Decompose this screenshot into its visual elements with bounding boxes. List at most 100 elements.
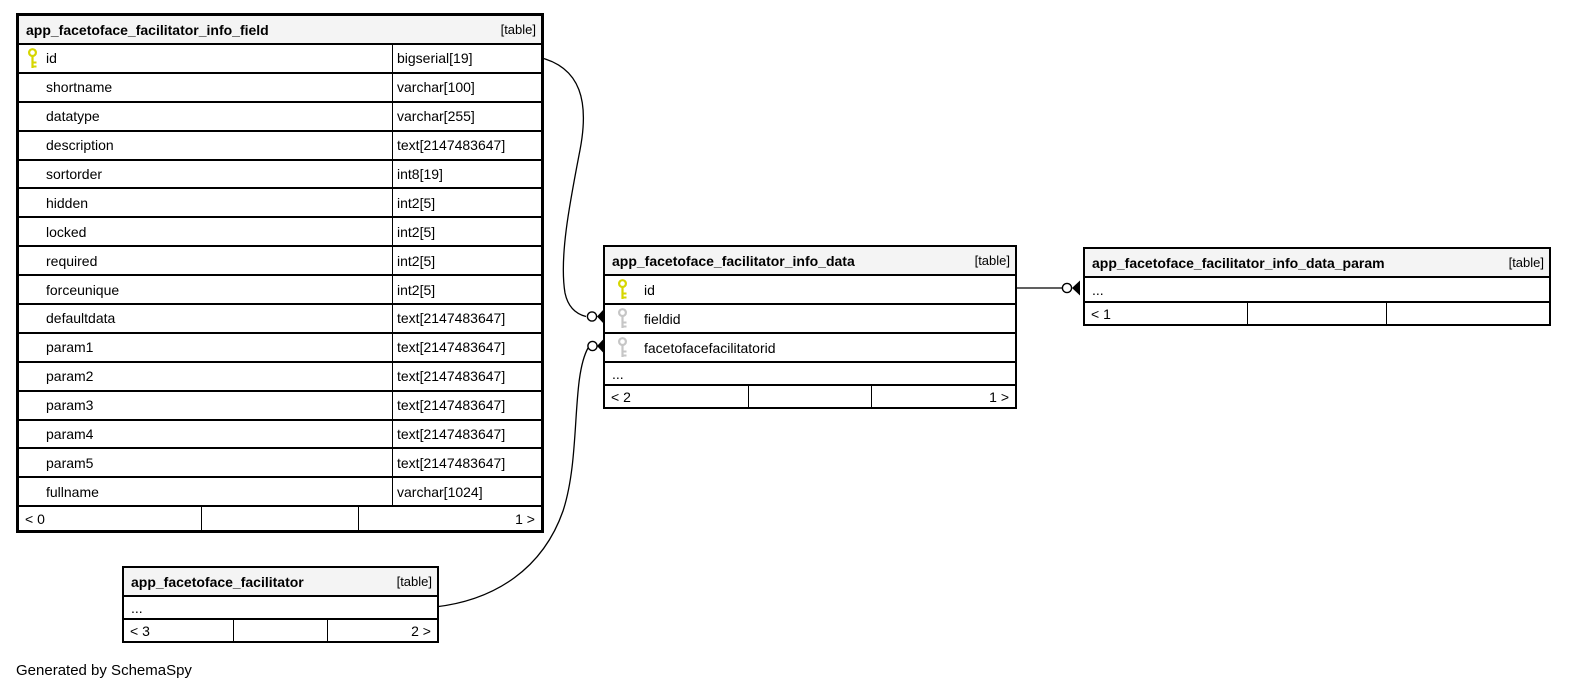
column-type: varchar[255] [392,102,541,130]
no-key-spacer [27,103,40,130]
no-key-spacer [27,421,40,448]
relationship-line [434,347,589,608]
column-row-hidden: hidden int2[5] [19,187,541,217]
column-name: defaultdata [46,310,116,327]
table-title[interactable]: app_facetoface_facilitator_info_data [612,252,855,269]
zero-circle [586,311,598,322]
column-row-datatype: datatype varchar[255] [19,100,541,130]
crow-foot-arrow [1072,280,1080,296]
table-type-badge: [table] [396,574,432,589]
column-name: hidden [46,194,89,211]
no-key-spacer [27,218,40,245]
no-key-spacer [27,189,40,216]
no-key-spacer [27,74,40,101]
children-count: 1 > [989,388,1009,405]
zero-circle [587,340,598,352]
edge-info_field-id-to-info_data-fieldid [537,56,604,324]
parents-count: < 2 [611,388,631,405]
parents-count: < 3 [130,622,150,639]
children-count: 2 > [411,622,431,639]
column-type: text[2147483647] [392,449,541,477]
column-row-fieldid: fieldid [605,303,1015,332]
relationship-line [537,56,587,318]
column-type: bigserial[19] [392,45,541,72]
no-key-spacer [27,161,40,188]
column-name: param2 [46,368,94,385]
column-name: facetofacefacilitatorid [644,339,776,356]
column-type: text[2147483647] [392,391,541,419]
table-app_facetoface_facilitator_info_data_param: app_facetoface_facilitator_info_data_par… [1083,247,1551,326]
column-row-description: description text[2147483647] [19,129,541,159]
column-name: param4 [46,426,94,443]
no-key-spacer [27,247,40,274]
column-type: text[2147483647] [392,305,541,332]
table-title[interactable]: app_facetoface_facilitator [131,573,304,590]
edge-info_data-id-to-info_data_param [1013,280,1080,296]
table-footer: < 2 1 > [605,384,1015,407]
column-name: sortorder [46,166,103,182]
column-type: text[2147483647] [392,131,541,159]
no-key-spacer [27,478,40,505]
table-type-badge: [table] [1508,255,1544,270]
table-columns: id fieldid facetofacefacilitatorid [605,274,1015,361]
crow-foot-arrow [597,338,604,354]
table-footer: < 1 [1085,301,1549,324]
zero-circle [1061,282,1073,294]
generated-by-note: Generated by SchemaSpy [16,662,192,679]
column-row-id: id [605,276,1015,303]
truncated-columns-row: ... [124,595,437,618]
primary-key-icon [27,45,40,72]
column-type: text[2147483647] [392,420,541,448]
column-row-param3: param3 text[2147483647] [19,389,541,419]
column-row-facetofacefacilitatorid: facetofacefacilitatorid [605,332,1015,361]
column-name: param5 [46,454,94,471]
column-name: locked [46,223,87,240]
foreign-key-icon [617,334,630,361]
column-name: fieldid [644,310,681,327]
parents-count: < 0 [25,510,45,527]
column-type: varchar[1024] [392,478,541,506]
column-name: param1 [46,339,94,356]
footer-spacer [1246,303,1388,324]
truncated-columns-row: ... [1085,276,1549,301]
table-app_facetoface_facilitator_info_data: app_facetoface_facilitator_info_data [ta… [603,245,1017,409]
column-name: fullname [46,483,99,500]
column-row-fullname: fullname varchar[1024] [19,476,541,506]
table-header: app_facetoface_facilitator_info_data [ta… [605,247,1015,274]
footer-spacer [232,620,329,641]
primary-key-icon [617,276,630,303]
footer-spacer [201,507,359,531]
column-name: forceunique [46,281,120,298]
table-title[interactable]: app_facetoface_facilitator_info_data_par… [1092,254,1385,271]
table-app_facetoface_facilitator: app_facetoface_facilitator [table] ... <… [122,566,439,643]
table-footer: < 0 1 > [19,505,541,531]
no-key-spacer [27,305,40,332]
column-row-param5: param5 text[2147483647] [19,447,541,477]
column-row-id: id bigserial[19] [19,45,541,72]
children-count: 1 > [515,510,535,527]
column-name: id [46,50,57,67]
table-title[interactable]: app_facetoface_facilitator_info_field [26,21,269,38]
foreign-key-icon [617,305,630,332]
no-key-spacer [27,392,40,419]
column-name: datatype [46,108,100,125]
crow-foot-arrow [597,309,604,324]
table-type-badge: [table] [500,22,536,37]
column-type: int2[5] [392,247,541,275]
column-type: varchar[100] [392,73,541,101]
no-key-spacer [27,334,40,361]
column-name: description [46,137,114,154]
column-type: int2[5] [392,189,541,217]
column-row-param4: param4 text[2147483647] [19,418,541,448]
parents-count: < 1 [1091,305,1111,322]
edge-facilitator-to-info_data-facetofacefacilitatorid [434,338,604,608]
column-name: param3 [46,397,94,414]
